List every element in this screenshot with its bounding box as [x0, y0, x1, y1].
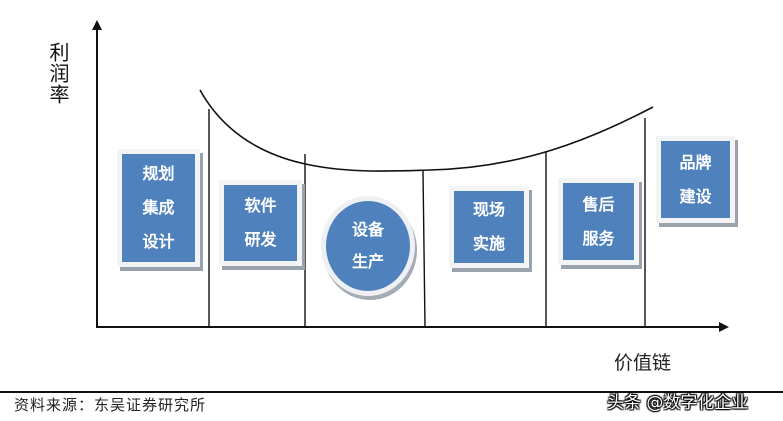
stage-label: 品牌 [679, 152, 712, 172]
stage-onsite: 现场 实施 [449, 186, 529, 268]
stage-label: 实施 [472, 234, 505, 253]
stage-label: 软件 [244, 196, 277, 215]
stage-label: 研发 [244, 230, 277, 249]
stage-label: 建设 [679, 186, 712, 206]
stage-brand: 品牌 建设 [656, 136, 735, 223]
stage-production: 设备 生产 [321, 196, 415, 296]
divider-3 [422, 170, 426, 328]
stage-label: 规划 [142, 164, 175, 183]
stage-label: 设备 [351, 220, 384, 239]
smile-curve [199, 89, 654, 172]
stage-label: 现场 [472, 200, 505, 219]
stage-aftersales: 售后 服务 [558, 178, 639, 265]
source-note: 资料来源：东吴证券研究所 [14, 396, 207, 414]
x-axis-label: 价值链 [614, 352, 672, 374]
source-divider [0, 391, 783, 393]
stage-label: 服务 [582, 228, 615, 248]
stage-label: 售后 [582, 194, 615, 214]
stage-label: 生产 [351, 252, 384, 271]
stage-label: 集成 [142, 198, 175, 217]
stage-planning: 规划 集成 设计 [117, 149, 200, 267]
y-axis-label: 利润率 [46, 42, 70, 105]
watermark: 头条 @数字化企业 [607, 393, 749, 413]
stage-software: 软件 研发 [219, 180, 302, 266]
stage-label: 设计 [142, 232, 175, 251]
